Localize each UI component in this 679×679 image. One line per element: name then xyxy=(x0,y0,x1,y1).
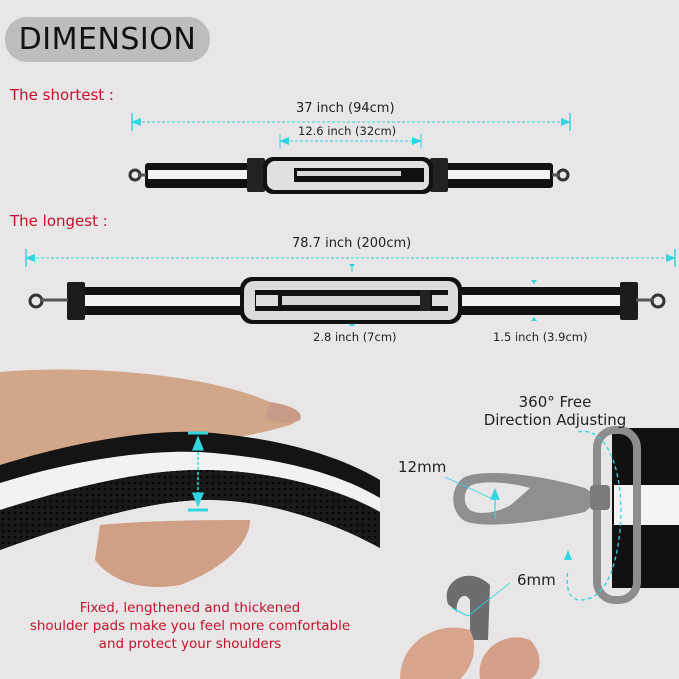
shortest-measure-lines xyxy=(131,113,571,148)
caption-line-1: Fixed, lengthened and thickened xyxy=(79,600,301,616)
caption-line-2: shoulder pads make you feel more comfort… xyxy=(29,618,351,634)
caption-line-3: and protect your shoulders xyxy=(98,636,282,652)
shortest-total-length: 37 inch (94cm) xyxy=(296,101,395,116)
long-strap-image xyxy=(28,277,666,324)
swivel-label-line2: Direction Adjusting xyxy=(483,411,627,429)
swivel-label-line1: 360° Free xyxy=(518,393,592,411)
shortest-label: The shortest : xyxy=(10,86,114,104)
longest-label: The longest : xyxy=(10,212,108,230)
hand-pad-photo xyxy=(0,369,380,588)
hook-gate-size: 6mm xyxy=(517,571,556,589)
pad-width: 2.8 inch (7cm) xyxy=(313,330,397,344)
carabiner-photo xyxy=(400,575,540,679)
swivel-label: 360° Free Direction Adjusting xyxy=(480,393,630,429)
short-strap-image xyxy=(128,157,570,194)
page-title: DIMENSION xyxy=(5,17,210,62)
swivel-hook-photo xyxy=(444,426,679,604)
longest-total-length: 78.7 inch (200cm) xyxy=(292,236,412,251)
shortest-pad-length: 12.6 inch (32cm) xyxy=(298,124,397,138)
pad-caption: Fixed, lengthened and thickened shoulder… xyxy=(10,599,370,653)
hook-opening-size: 12mm xyxy=(398,458,447,476)
strap-width: 1.5 inch (3.9cm) xyxy=(493,330,588,344)
